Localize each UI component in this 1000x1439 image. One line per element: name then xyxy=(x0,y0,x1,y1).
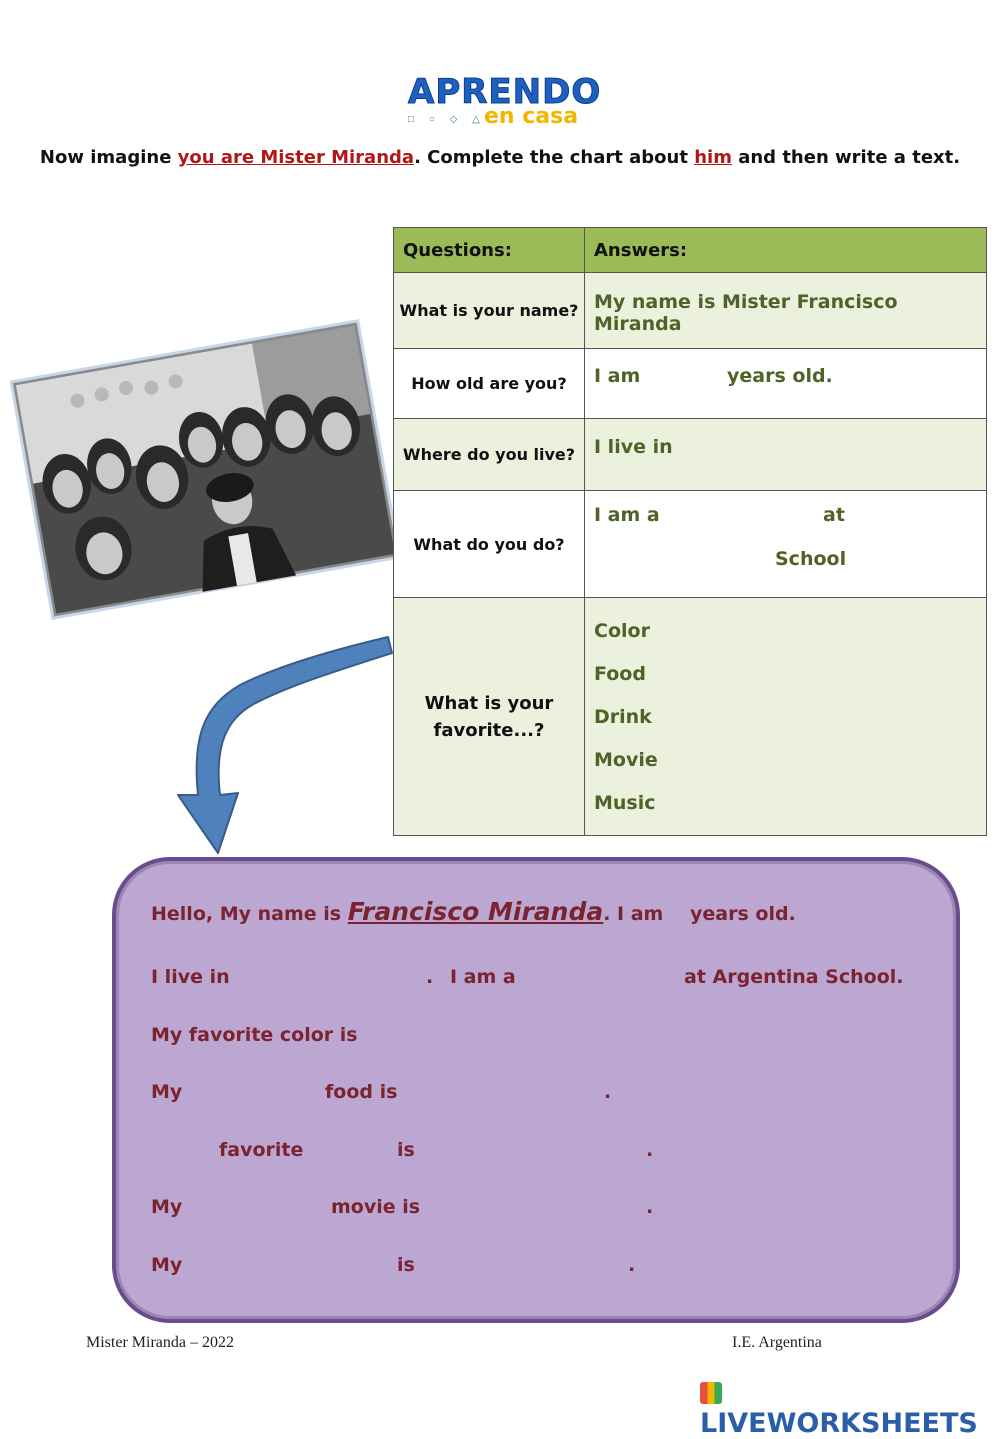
answer-do-part1: I am a xyxy=(594,504,660,526)
line2-school: at Argentina School. xyxy=(684,966,904,988)
line3-color: My favorite color is xyxy=(151,1024,358,1046)
line6-movie: movie is xyxy=(331,1196,421,1218)
footer-author: Mister Miranda – 2022 xyxy=(86,1334,234,1351)
line6-my: My xyxy=(151,1196,183,1218)
line6-period: . xyxy=(646,1196,654,1218)
instruction-highlight1: you are Mister Miranda xyxy=(177,147,415,168)
answer-age-part2: years old. xyxy=(727,365,833,387)
question-live: Where do you live? xyxy=(393,418,585,491)
footer-school: I.E. Argentina xyxy=(732,1334,822,1351)
favorite-item: Color xyxy=(594,620,650,642)
line1-age-end: years old. xyxy=(690,903,796,925)
instruction-part3: and then write a text. xyxy=(731,147,961,168)
textbox-line1: Hello, My name is Francisco Miranda. I a… xyxy=(151,897,663,926)
line1-name: Francisco Miranda xyxy=(347,897,604,926)
curved-arrow-icon xyxy=(177,636,393,854)
question-do: What do you do? xyxy=(393,490,585,598)
question-favorite-text: What is your favorite...? xyxy=(424,692,554,741)
liveworksheets-icon xyxy=(700,1382,722,1404)
aprendo-en-casa-logo: APRENDO □ ○ ◇ △ en casa xyxy=(400,72,600,134)
liveworksheets-logo: LIVEWORKSHEETS xyxy=(700,1377,1000,1439)
question-name: What is your name? xyxy=(393,272,585,349)
favorite-item: Food xyxy=(594,663,646,685)
answer-live: I live in xyxy=(584,418,987,491)
answer-age-part1: I am xyxy=(594,365,641,387)
question-answer-chart: Questions: Answers: What is your name? M… xyxy=(393,227,987,836)
question-favorite: What is your favorite...? xyxy=(393,597,585,836)
line5-period: . xyxy=(646,1139,654,1161)
line4-period: . xyxy=(604,1081,612,1103)
line7-my: My xyxy=(151,1254,183,1276)
line4-food: food is xyxy=(325,1081,398,1103)
question-age: How old are you? xyxy=(393,348,585,419)
answer-do-part3: School xyxy=(775,548,847,570)
logo-line1: APRENDO xyxy=(407,72,602,113)
line5-is: is xyxy=(397,1139,415,1161)
instruction-part1: Now imagine xyxy=(39,147,178,168)
header-questions: Questions: xyxy=(393,227,585,273)
logo-line2: en casa xyxy=(484,104,579,129)
line5-favorite: favorite xyxy=(219,1139,304,1161)
line2-live: I live in xyxy=(151,966,230,988)
line1-intro: Hello, My name is xyxy=(151,903,348,925)
line2-period: . xyxy=(426,966,434,988)
line7-period: . xyxy=(628,1254,636,1276)
line1-age-start: . I am xyxy=(603,903,664,925)
instruction-highlight2: him xyxy=(694,147,732,168)
header-answers: Answers: xyxy=(584,227,987,273)
instruction-part2: . Complete the chart about xyxy=(414,147,695,168)
line4-my: My xyxy=(151,1081,183,1103)
answer-do-part2: at xyxy=(823,504,845,526)
line7-is: is xyxy=(397,1254,415,1276)
favorite-item: Drink xyxy=(594,706,652,728)
writing-text-box: Hello, My name is Francisco Miranda. I a… xyxy=(112,857,960,1323)
answer-do: I am a at School xyxy=(584,490,987,598)
favorite-item: Music xyxy=(594,792,656,814)
logo-shapes: □ ○ ◇ △ xyxy=(408,114,486,125)
answer-favorite-list: Color Food Drink Movie Music xyxy=(584,597,987,836)
class-photo xyxy=(10,319,395,621)
answer-name: My name is Mister Francisco Miranda xyxy=(584,272,987,349)
line2-job: I am a xyxy=(450,966,516,988)
answer-age: I am years old. xyxy=(584,348,987,419)
instruction-text: Now imagine you are Mister Miranda. Comp… xyxy=(0,147,1000,168)
favorite-item: Movie xyxy=(594,749,658,771)
